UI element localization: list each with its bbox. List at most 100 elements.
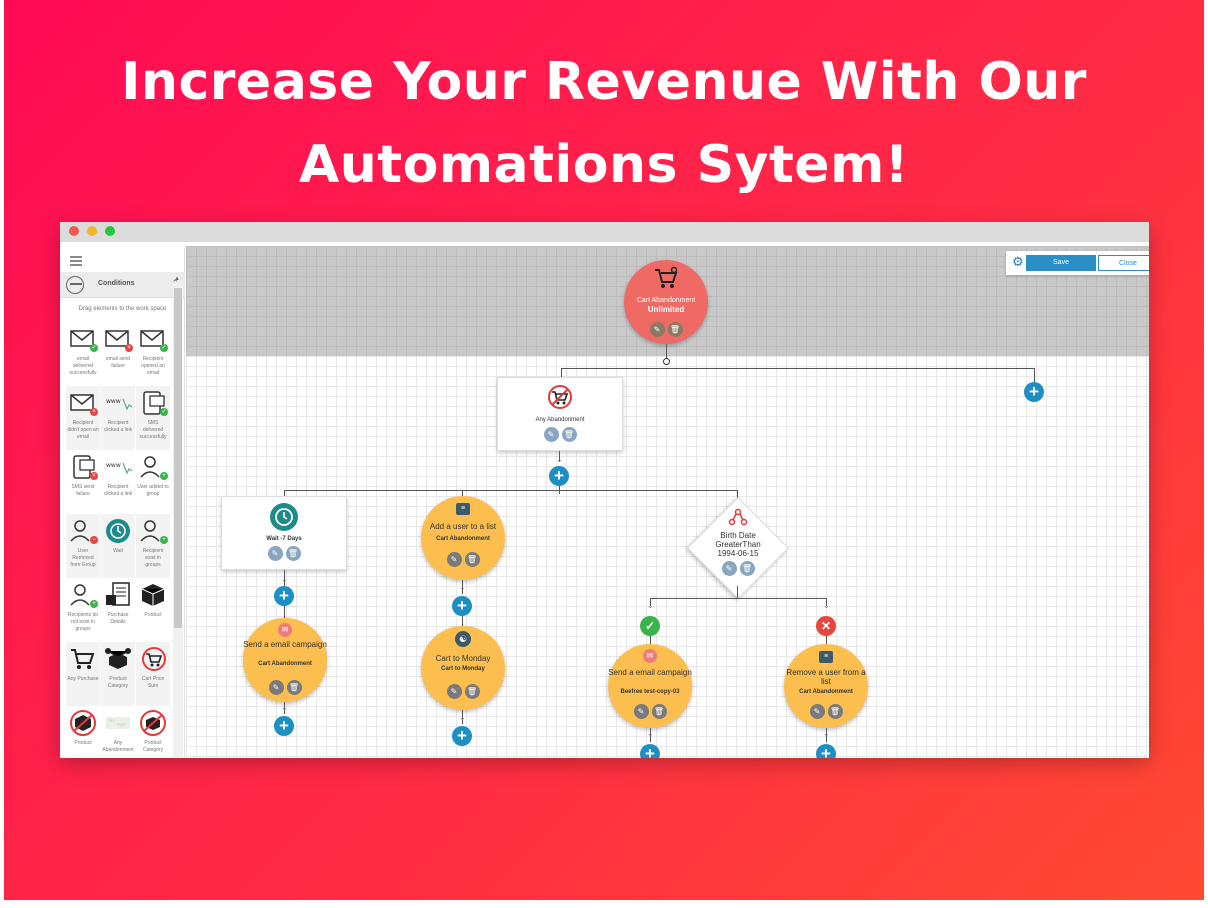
workflow-icon: ☯ (455, 631, 471, 647)
palette-item[interactable]: ×SMS send failure (66, 450, 100, 514)
trash-icon[interactable]: 🗑 (651, 704, 667, 719)
minimize-window-dot[interactable] (87, 226, 97, 236)
trash-icon[interactable]: 🗑 (561, 427, 577, 442)
scrollbar-thumb[interactable] (174, 288, 182, 628)
envelope-unopened-icon: × (68, 388, 98, 418)
abandon-icon (103, 708, 133, 738)
add-step-button[interactable]: + (549, 466, 569, 486)
palette-item[interactable]: ×Recipient didn't open an email (66, 386, 100, 450)
add-step-button[interactable]: + (452, 596, 472, 616)
palette-item[interactable]: Wait (101, 514, 135, 578)
maximize-window-dot[interactable] (105, 226, 115, 236)
palette-item-label: Product (144, 612, 162, 618)
node-cart-to-monday[interactable]: ☯ Cart to Monday Cart to Monday ✎ 🗑 (421, 626, 505, 710)
workflow-canvas[interactable]: ⚙ Save Close Cart Abandonment Unlimited … (186, 246, 1149, 758)
node-title: Wait -7 Days (266, 536, 302, 542)
palette-item-label: Cart Price Sum (141, 676, 165, 689)
edit-icon[interactable]: ✎ (446, 552, 462, 567)
palette-item[interactable]: Any Purchase (66, 642, 100, 706)
palette-item[interactable]: +Recipients do not exist in groups (66, 578, 100, 642)
conditions-section-header[interactable]: Conditions ⌃ (60, 272, 185, 298)
scroll-up-icon[interactable]: ▲ (174, 276, 180, 282)
receipt-icon (103, 580, 133, 610)
category-red-icon (138, 708, 168, 738)
palette-item[interactable]: Purchase Details (101, 578, 135, 642)
save-button[interactable]: Save (1026, 255, 1096, 271)
gear-icon[interactable]: ⚙ (1012, 254, 1024, 269)
condition-palette: ✓email delivered successfully×email send… (66, 322, 170, 758)
trash-icon[interactable]: 🗑 (286, 680, 302, 695)
palette-item[interactable]: Cart Price Sum (136, 642, 170, 706)
palette-item-label: SMS send failure (71, 484, 95, 497)
chevron-up-icon[interactable]: ⌃ (171, 278, 179, 288)
node-wait[interactable]: Wait -7 Days ✎ 🗑 (221, 496, 347, 570)
node-subtitle: Cart to Monday (441, 666, 485, 672)
add-step-button[interactable]: + (274, 716, 294, 736)
add-step-button[interactable]: + (274, 586, 294, 606)
palette-item[interactable]: Product Category (136, 706, 170, 758)
list-icon: ≡ (819, 651, 833, 663)
node-send-email-right[interactable]: ✉ Send a email campaign Beefree test-cop… (608, 644, 692, 728)
trash-icon[interactable]: 🗑 (464, 684, 480, 699)
node-subtitle: Cart Abandonment (436, 536, 490, 542)
trigger-node-cart-abandonment[interactable]: Cart Abandonment Unlimited ✎ 🗑 (624, 260, 708, 344)
palette-item[interactable]: Product (66, 706, 100, 758)
trigger-subtitle: Unlimited (647, 305, 685, 314)
clock-icon (270, 503, 298, 531)
palette-item[interactable]: ✓Recipient opened an email (136, 322, 170, 386)
trash-icon[interactable]: 🗑 (827, 704, 843, 719)
add-step-button[interactable]: + (816, 744, 836, 758)
canvas-toolbar: ⚙ Save Close (1006, 251, 1149, 275)
edit-icon[interactable]: ✎ (543, 427, 559, 442)
edit-icon[interactable]: ✎ (649, 322, 665, 337)
clock-icon (103, 516, 133, 546)
trash-icon[interactable]: 🗑 (667, 322, 683, 337)
add-step-button[interactable]: + (1024, 382, 1044, 402)
cart-icon (655, 266, 678, 288)
node-add-user-to-list[interactable]: ≡ Add a user to a list Cart Abandonment … (421, 496, 505, 580)
palette-item-label: email delivered successfully (69, 356, 97, 376)
palette-item-label: Recipient exist in groups (142, 548, 164, 568)
node-title: Cart to Monday (435, 654, 491, 663)
user-add-icon: + (138, 452, 168, 482)
edit-icon[interactable]: ✎ (446, 684, 462, 699)
edit-icon[interactable]: ✎ (721, 561, 737, 576)
palette-item[interactable]: ✓email delivered successfully (66, 322, 100, 386)
palette-item[interactable]: Product Category (101, 642, 135, 706)
edit-icon[interactable]: ✎ (633, 704, 649, 719)
close-button[interactable]: Close (1098, 255, 1149, 271)
envelope-x-icon: × (103, 324, 133, 354)
node-subtitle: Beefree test-copy-03 (620, 689, 680, 695)
node-any-abandonment[interactable]: Any Abandonment ✎ 🗑 (497, 377, 623, 451)
trash-icon[interactable]: 🗑 (285, 546, 301, 561)
menu-icon[interactable] (70, 256, 82, 268)
palette-item[interactable]: ✓SMS delivered successfully (136, 386, 170, 450)
palette-item[interactable]: +User added to group (136, 450, 170, 514)
node-send-email-left[interactable]: ✉ Send a email campaign Cart Abandonment… (243, 618, 327, 702)
palette-item-label: Product (74, 740, 92, 746)
sidebar-scrollbar[interactable]: ▲ ▼ (173, 276, 183, 758)
add-step-button[interactable]: + (640, 744, 660, 758)
palette-item-label: User Removed from Group (70, 548, 96, 568)
envelope-check-icon: ✓ (68, 324, 98, 354)
trash-icon[interactable]: 🗑 (739, 561, 755, 576)
palette-item[interactable]: Product (136, 578, 170, 642)
trash-icon[interactable]: 🗑 (464, 552, 480, 567)
node-remove-user-from-list[interactable]: ≡ Remove a user from a list Cart Abandon… (784, 644, 868, 728)
close-window-dot[interactable] (69, 226, 79, 236)
condition-birth-date-content: Birth Date GreaterThan 1994-06-15 ✎ 🗑 (694, 508, 782, 576)
condition-line2: GreaterThan (715, 540, 761, 549)
add-step-button[interactable]: + (452, 726, 472, 746)
edit-icon[interactable]: ✎ (268, 680, 284, 695)
palette-item[interactable]: Any Abandonment (101, 706, 135, 758)
edit-icon[interactable]: ✎ (809, 704, 825, 719)
palette-item[interactable]: +Recipient exist in groups (136, 514, 170, 578)
conditions-sidebar: Conditions ⌃ Drag elements to the work s… (60, 246, 185, 758)
condition-line1: Birth Date (720, 531, 756, 540)
edit-icon[interactable]: ✎ (267, 546, 283, 561)
palette-item[interactable]: ×email send failure (101, 322, 135, 386)
palette-item[interactable]: −User Removed from Group (66, 514, 100, 578)
node-subtitle: Cart Abandonment (258, 661, 312, 667)
